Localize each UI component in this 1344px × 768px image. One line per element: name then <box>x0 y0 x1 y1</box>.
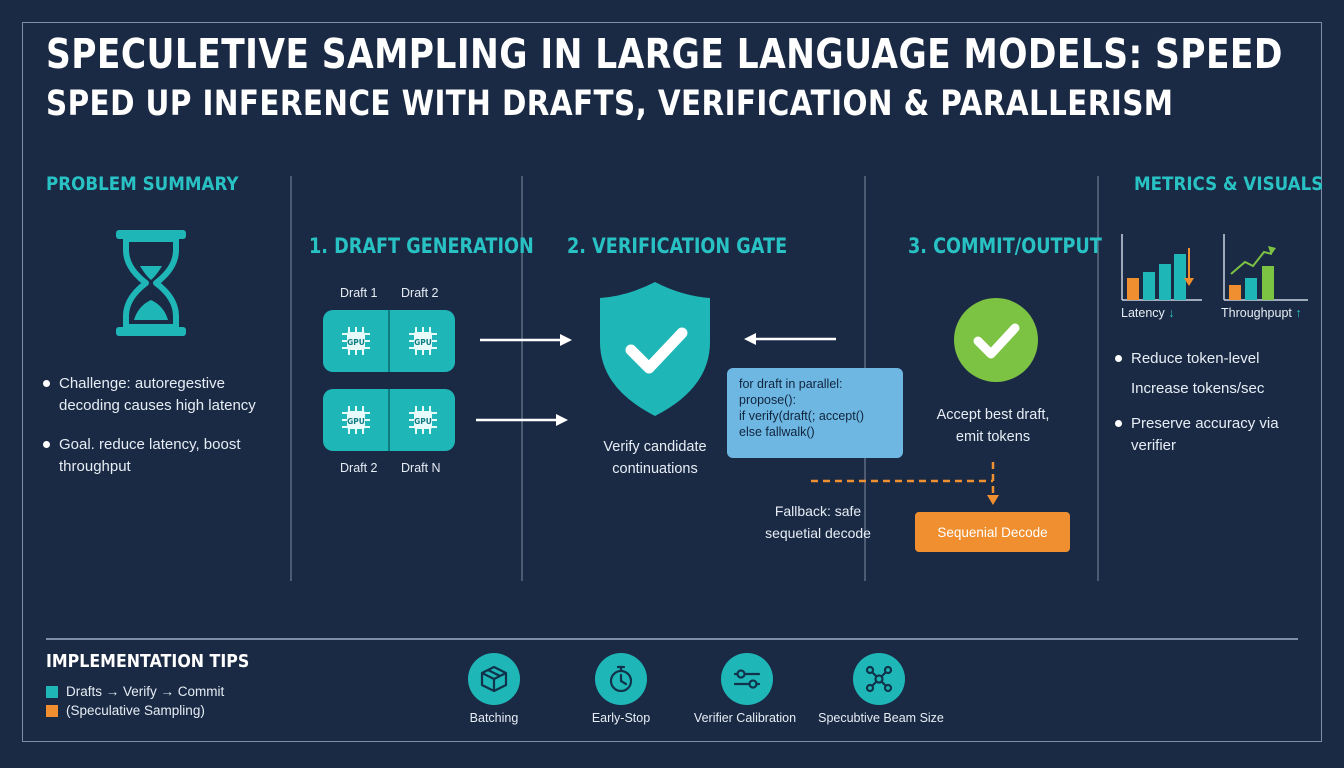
draft-gpu-row-bottom: GPU GPU <box>323 389 455 451</box>
commit-heading: 3. COMMIT/OUTPUT <box>908 234 1102 258</box>
section-divider <box>46 638 1298 640</box>
shield-check-icon <box>598 280 712 418</box>
metrics-bullet-3: Preserve accuracy via verifier <box>1131 415 1279 454</box>
pseudocode-box: for draft in parallel: propose(): if ver… <box>727 368 903 458</box>
draft-label-1: Draft 1 <box>340 286 378 300</box>
metrics-bullet-1: Reduce token-level <box>1131 350 1260 367</box>
tip-label-beam-size: Specubtive Beam Size <box>818 711 944 725</box>
code-line-1: for draft in parallel: <box>739 377 843 391</box>
throughput-mini-chart <box>1220 234 1308 304</box>
commit-caption: Accept best draft, emit tokens <box>936 407 1050 445</box>
tips-heading: IMPLEMENTATION TIPS <box>46 651 250 672</box>
gpu-chip-icon: GPU <box>388 389 455 451</box>
draft-label-2: Draft 2 <box>401 286 439 300</box>
box-icon[interactable] <box>468 653 520 705</box>
tip-label-verifier-calibration: Verifier Calibration <box>693 711 797 725</box>
problem-bullet-dot-1 <box>43 380 50 387</box>
sliders-icon[interactable] <box>721 653 773 705</box>
check-circle-icon <box>953 297 1039 383</box>
code-line-4: else fallwalk() <box>739 425 815 439</box>
svg-text:GPU: GPU <box>347 417 365 426</box>
latency-mini-chart <box>1118 234 1202 304</box>
draft-label-4: Draft N <box>401 461 441 475</box>
network-icon[interactable] <box>853 653 905 705</box>
legend-item-1: Drafts → Verify → Commit <box>66 684 225 699</box>
divider-1 <box>290 176 292 581</box>
throughput-label: Throughpupt ↑ <box>1221 306 1302 320</box>
arrow-right-icon <box>480 334 572 346</box>
gpu-chip-icon: GPU <box>388 310 455 372</box>
arrow-right-icon <box>476 414 568 426</box>
metrics-bullet-dot-3 <box>1115 420 1122 427</box>
legend-swatch-teal <box>46 686 58 698</box>
code-line-2: propose(): <box>739 393 796 407</box>
problem-bullet-2: Goal. reduce latency, boost throughput <box>59 436 241 475</box>
hourglass-icon <box>112 228 190 338</box>
draft-heading: 1. DRAFT GENERATION <box>309 234 534 258</box>
svg-text:GPU: GPU <box>414 338 432 347</box>
tip-label-early-stop: Early-Stop <box>591 711 651 725</box>
sequential-decode-button[interactable]: Sequenial Decode <box>915 512 1070 552</box>
metrics-bullet-2: Increase tokens/sec <box>1131 380 1265 397</box>
verify-caption: Verify candidate continuations <box>603 439 707 477</box>
draft-gpu-row-top: GPU GPU <box>323 310 455 372</box>
gpu-chip-icon: GPU <box>323 310 388 372</box>
draft-label-3: Draft 2 <box>340 461 378 475</box>
arrow-down-icon <box>987 495 999 505</box>
metrics-bullet-dot-1 <box>1115 355 1122 362</box>
page-subtitle: SPED UP INFERENCE WITH DRAFTS, VERIFICAT… <box>46 84 1174 124</box>
latency-label: Latency ↓ <box>1121 306 1175 320</box>
problem-heading: PROBLEM SUMMARY <box>46 173 239 195</box>
svg-text:GPU: GPU <box>347 338 365 347</box>
verify-heading: 2. VERIFICATION GATE <box>567 234 788 258</box>
divider-2 <box>521 176 523 581</box>
legend-swatch-orange <box>46 705 58 717</box>
dashed-fallback-arrow <box>811 462 995 497</box>
legend-item-2: (Speculative Sampling) <box>66 703 205 718</box>
metrics-heading: METRICS & VISUALS <box>1134 173 1324 195</box>
code-line-3: if verify(draft(; accept() <box>739 409 865 423</box>
fallback-note: Fallback: safe sequetial decode <box>765 503 871 541</box>
svg-text:GPU: GPU <box>414 417 432 426</box>
main-frame <box>22 22 1322 742</box>
tip-label-batching: Batching <box>469 711 519 725</box>
divider-4 <box>1097 176 1099 581</box>
gpu-chip-icon: GPU <box>323 389 388 451</box>
problem-bullet-dot-2 <box>43 441 50 448</box>
arrow-left-icon <box>744 333 836 345</box>
problem-bullet-1: Challenge: autoregestive decoding causes… <box>59 375 256 414</box>
page-title: SPECULETIVE SAMPLING IN LARGE LANGUAGE M… <box>46 30 1283 78</box>
stopwatch-icon[interactable] <box>595 653 647 705</box>
